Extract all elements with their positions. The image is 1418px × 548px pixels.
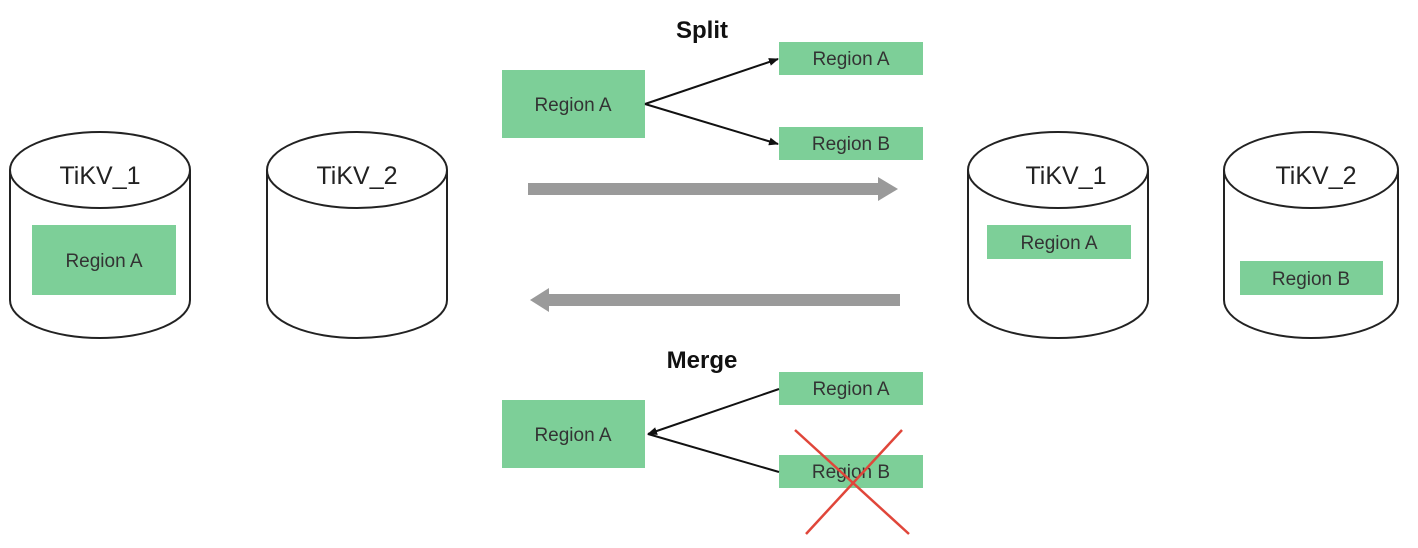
split-connector-upper <box>644 58 779 105</box>
merge-heading: Merge <box>667 347 738 374</box>
right-db-1-region-box <box>987 225 1131 259</box>
left-db-1-title: TiKV_1 <box>59 162 140 190</box>
split-direction-arrow <box>528 177 898 201</box>
right-db-1-region-label: Region A <box>1020 233 1097 254</box>
left-db-tikv-1: TiKV_1 Region A <box>9 131 191 339</box>
left-db-1-region-box <box>32 225 176 295</box>
right-db-1-title: TiKV_1 <box>1025 162 1106 190</box>
left-db-1-region-label: Region A <box>65 251 142 272</box>
split-connector-lower <box>644 103 779 146</box>
split-heading: Split <box>676 17 728 44</box>
merge-source-b-label: Region B <box>812 462 890 483</box>
split-target-a-label: Region A <box>812 49 889 70</box>
merge-result-box <box>502 400 645 468</box>
merge-source-a-box <box>779 372 923 405</box>
left-db-2-top <box>266 131 448 209</box>
merge-result-label: Region A <box>534 425 611 446</box>
left-db-tikv-2: TiKV_2 <box>266 131 448 339</box>
split-target-b-label: Region B <box>812 134 890 155</box>
split-target-a-box <box>779 42 923 75</box>
right-db-tikv-1: TiKV_1 Region A <box>967 131 1149 339</box>
merge-connector-lower <box>647 433 780 473</box>
left-db-2-title: TiKV_2 <box>316 162 397 190</box>
merge-direction-arrow <box>530 288 900 312</box>
right-db-2-region-label: Region B <box>1272 269 1350 290</box>
right-db-1-top <box>967 131 1149 209</box>
split-source-label: Region A <box>534 95 611 116</box>
left-db-2-body <box>266 170 448 339</box>
merge-connector-upper <box>647 388 780 435</box>
right-db-2-title: TiKV_2 <box>1275 162 1356 190</box>
merge-source-a-label: Region A <box>812 379 889 400</box>
left-db-1-top <box>9 131 191 209</box>
right-db-2-body <box>1223 170 1399 339</box>
right-db-2-region-box <box>1240 261 1383 295</box>
split-target-b-box <box>779 127 923 160</box>
right-db-2-top <box>1223 131 1399 209</box>
right-db-tikv-2: TiKV_2 Region B <box>1223 131 1399 339</box>
split-source-box <box>502 70 645 138</box>
removed-region-cross-icon <box>794 429 910 535</box>
